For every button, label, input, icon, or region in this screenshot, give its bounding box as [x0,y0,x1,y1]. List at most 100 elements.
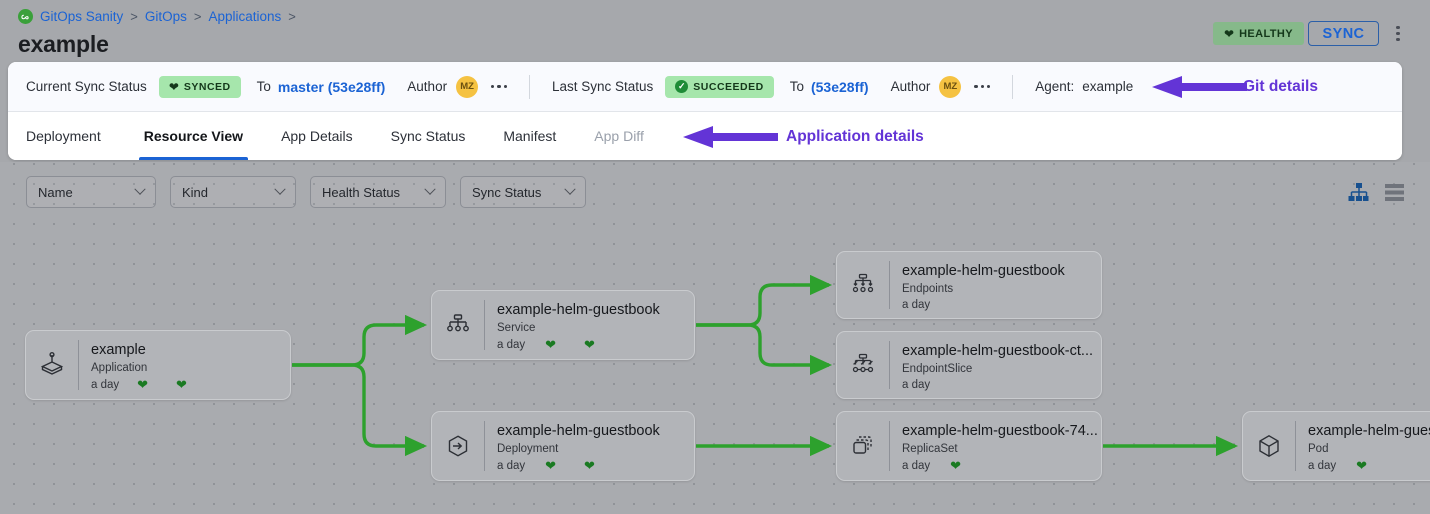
deployment-icon [432,412,484,480]
graph-node-endpoints[interactable]: example-helm-guestbook Endpoints a day [836,251,1102,319]
node-body: example-helm-guestbook Service a day ❤ ❤ [485,291,694,359]
health-status-badge: ❤ HEALTHY [1213,22,1304,45]
filter-sync-status[interactable]: Sync Status [460,176,586,208]
filter-health-status-label: Health Status [322,184,401,200]
current-revision-link[interactable]: master (53e28ff) [277,78,386,95]
graph-node-pod[interactable]: example-helm-guest Pod a day ❤ [1242,411,1430,481]
breadcrumb-separator: > [193,9,202,24]
divider [1295,421,1296,471]
current-sync-overflow-icon[interactable] [491,84,507,89]
graph-node-replicaset[interactable]: example-helm-guestbook-74... ReplicaSet … [836,411,1102,481]
breadcrumb-item-0[interactable]: GitOps Sanity [40,9,124,24]
node-age: a day [91,378,120,391]
node-age: a day [902,459,931,472]
health-heart-icon: ❤ [545,458,557,474]
breadcrumb-separator: > [130,9,138,24]
filter-kind[interactable]: Kind [170,176,296,208]
tab-manifest[interactable]: Manifest [503,128,557,144]
node-title: example-helm-guestbook-ct... [902,343,1093,359]
git-details-annotation-label: Git details [1243,78,1318,95]
node-kind: ReplicaSet [902,443,958,456]
graph-node-application[interactable]: example Application a day ❤ ❤ [25,330,291,400]
sync-heart-icon: ❤ [584,337,595,353]
divider [889,421,890,471]
divider [1012,74,1014,99]
node-age: a day [497,459,526,472]
node-age: a day [1308,459,1337,472]
filter-name-label: Name [38,184,73,200]
tab-sync-status[interactable]: Sync Status [390,128,466,144]
node-body: example-helm-guestbook Endpoints a day [890,252,1101,318]
health-heart-icon: ❤ [950,458,962,474]
check-circle-icon: ✓ [675,80,689,93]
node-kind: Pod [1308,443,1329,456]
health-heart-icon: ❤ [1356,458,1368,474]
breadcrumb-separator: > [288,9,296,24]
filter-kind-label: Kind [182,184,209,200]
breadcrumb-item-1[interactable]: GitOps [144,9,187,24]
node-meta: a day ❤ ❤ [91,378,290,391]
node-kind: Deployment [497,443,559,456]
health-heart-icon: ❤ [137,377,149,393]
graph-node-deployment[interactable]: example-helm-guestbook Deployment a day … [431,411,695,481]
service-icon [432,291,484,359]
node-body: example-helm-guestbook-ct... EndpointSli… [890,332,1101,398]
current-sync-status-label: Current Sync Status [26,79,147,94]
endpointslice-icon [837,332,889,398]
current-author-label: Author [407,79,448,94]
avatar: MZ [939,75,962,98]
node-age: a day [902,379,931,392]
tab-app-details[interactable]: App Details [281,128,353,144]
node-title: example-helm-guestbook [902,263,1065,279]
top-bar: GitOps Sanity > GitOps > Applications > … [0,0,1430,64]
node-body: example-helm-guestbook-74... ReplicaSet … [890,412,1101,480]
node-kind: Endpoints [902,283,954,296]
tab-resource-view[interactable]: Resource View [125,112,262,160]
application-details-annotation-arrow [683,126,778,148]
filter-name[interactable]: Name [26,176,156,208]
git-details-annotation-arrow [1152,76,1247,98]
node-kind: Application [91,362,148,375]
endpoints-icon [837,252,889,318]
tree-view-icon[interactable] [1348,183,1369,202]
sync-button[interactable]: SYNC [1308,21,1379,46]
node-title: example-helm-guestbook [497,302,660,318]
agent-value: example [1082,79,1134,94]
divider [78,340,79,390]
last-sync-overflow-icon[interactable] [974,84,991,89]
last-revision-link[interactable]: (53e28ff) [810,78,869,95]
tab-app-diff[interactable]: App Diff [594,128,644,144]
health-heart-icon: ❤ [545,337,557,353]
replicaset-icon [837,412,889,480]
resource-graph-canvas[interactable]: Name Kind Health Status Sync Status [0,162,1430,514]
heart-icon: ❤ [1224,26,1235,41]
tab-deployment[interactable]: Deployment [26,128,101,144]
node-age: a day [497,338,526,351]
last-sync-status-badge: ✓ SUCCEEDED [665,75,774,98]
node-meta: a day [902,299,1101,311]
chevron-down-icon [564,183,576,195]
node-body: example-helm-guestbook Deployment a day … [485,412,694,480]
filter-health-status[interactable]: Health Status [310,176,446,208]
gitops-logo-icon [18,9,33,24]
graph-node-endpointslice[interactable]: example-helm-guestbook-ct... EndpointSli… [836,331,1102,399]
breadcrumb-item-2[interactable]: Applications [208,9,282,24]
list-view-icon[interactable] [1385,184,1404,201]
node-kind: Service [497,322,536,335]
kebab-menu-icon[interactable] [1391,21,1405,46]
node-kind: EndpointSlice [902,363,973,376]
node-title: example-helm-guestbook [497,423,660,439]
sync-heart-icon: ❤ [584,458,595,474]
chevron-down-icon [424,183,436,195]
graph-node-service[interactable]: example-helm-guestbook Service a day ❤ ❤ [431,290,695,360]
chevron-down-icon [274,183,286,195]
page-title: example [18,31,109,57]
node-meta: a day ❤ [1308,459,1430,472]
node-meta: a day [902,379,1101,391]
application-icon [26,331,78,399]
filter-sync-status-label: Sync Status [472,184,542,200]
node-age: a day [902,299,931,312]
node-meta: a day ❤ ❤ [497,459,694,472]
node-meta: a day ❤ [902,459,1101,472]
